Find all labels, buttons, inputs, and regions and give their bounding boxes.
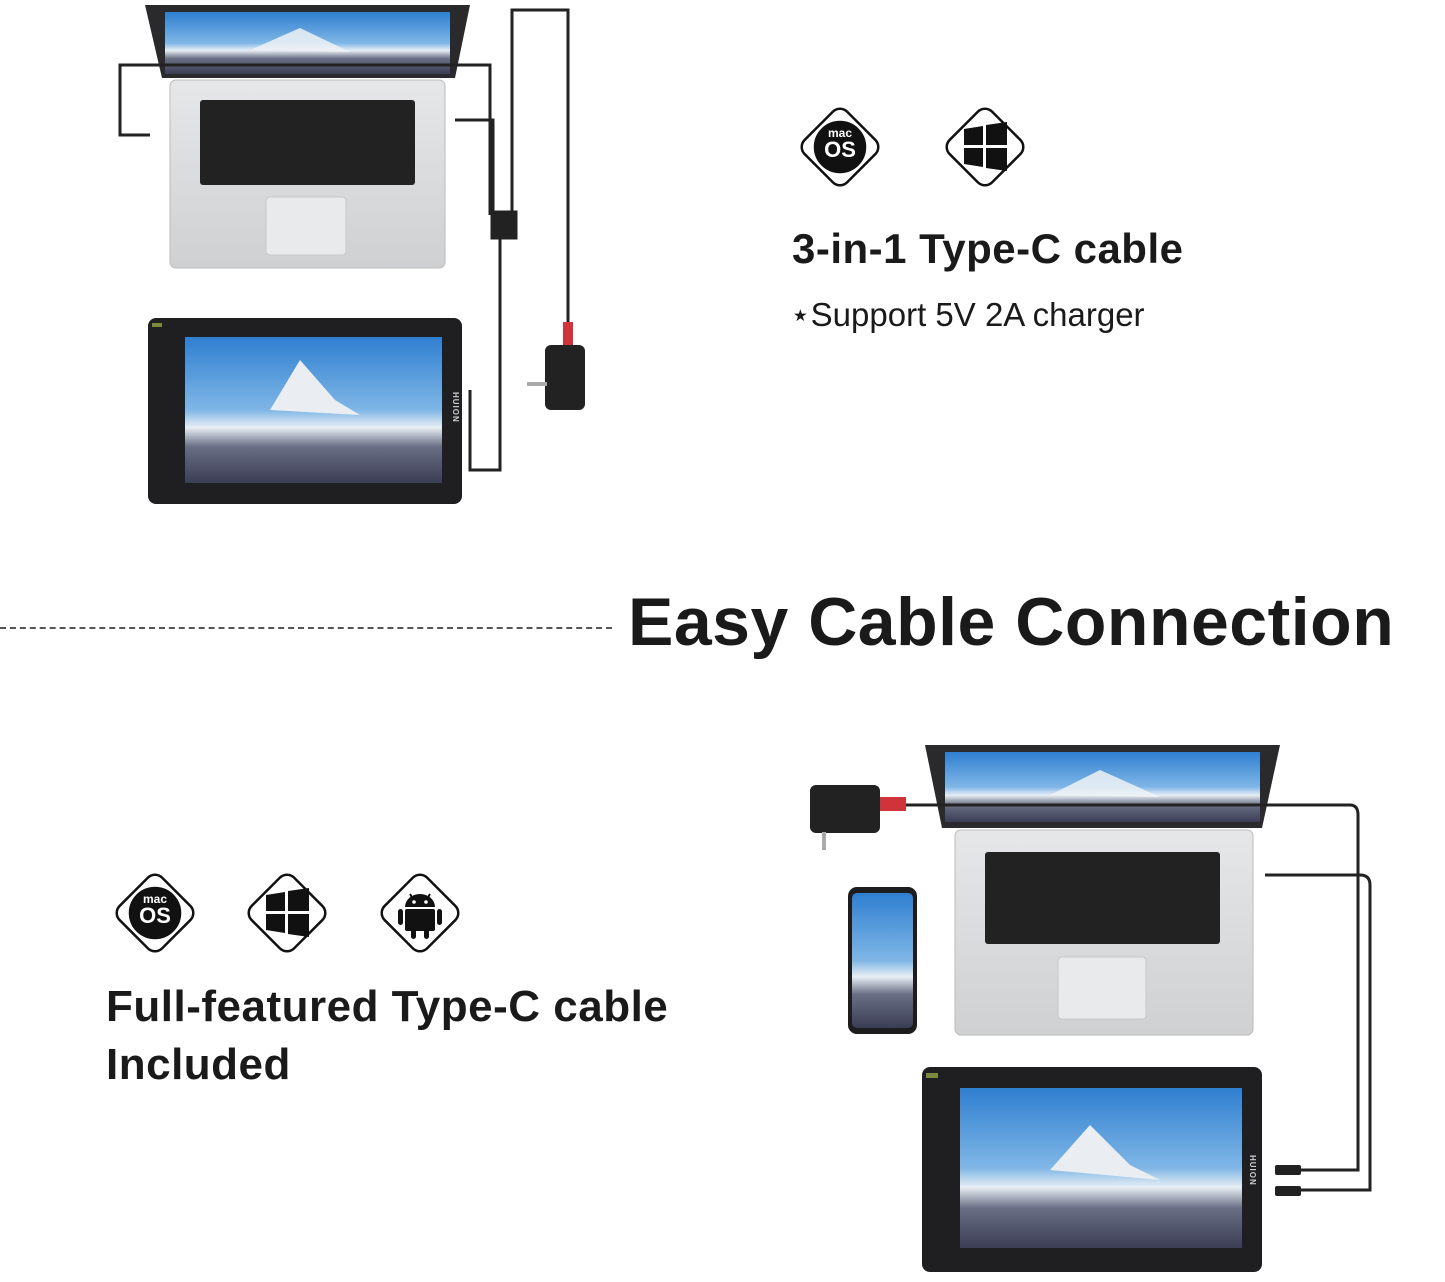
macos-label-line2: OS	[139, 903, 171, 928]
top-tablet	[148, 318, 462, 504]
windows-icon	[237, 863, 337, 963]
android-icon	[370, 863, 470, 963]
headline: Easy Cable Connection	[628, 584, 1395, 660]
divider-dashed-line	[0, 627, 612, 629]
windows-icon	[935, 97, 1035, 197]
bottom-tablet-brand-label: HUION	[1248, 1155, 1257, 1186]
bottom-tablet	[922, 1067, 1262, 1272]
macos-icon: mac OS	[790, 97, 890, 197]
top-tablet-brand-label: HUION	[451, 392, 460, 423]
bottom-cables	[905, 803, 1372, 1192]
macos-label-line1: mac	[827, 126, 853, 140]
top-power-adapter	[545, 345, 585, 410]
top-cables	[118, 8, 570, 472]
bottom-title-line1: Full-featured Type-C cable	[106, 982, 669, 1031]
macos-label-line2: OS	[824, 137, 856, 162]
top-adapter-plug	[563, 322, 573, 347]
top-title: 3-in-1 Type-C cable	[792, 225, 1184, 272]
macos-icon: mac OS	[105, 863, 205, 963]
bottom-title-line2: Included	[106, 1040, 291, 1089]
bottom-power-adapter	[810, 785, 880, 833]
bottom-laptop	[925, 745, 1280, 1036]
top-subtitle: ⋆Support 5V 2A charger	[790, 296, 1145, 333]
macos-label-line1: mac	[142, 892, 168, 906]
top-laptop	[145, 5, 470, 269]
bottom-adapter-plug	[878, 797, 906, 811]
bottom-phone	[848, 887, 917, 1034]
